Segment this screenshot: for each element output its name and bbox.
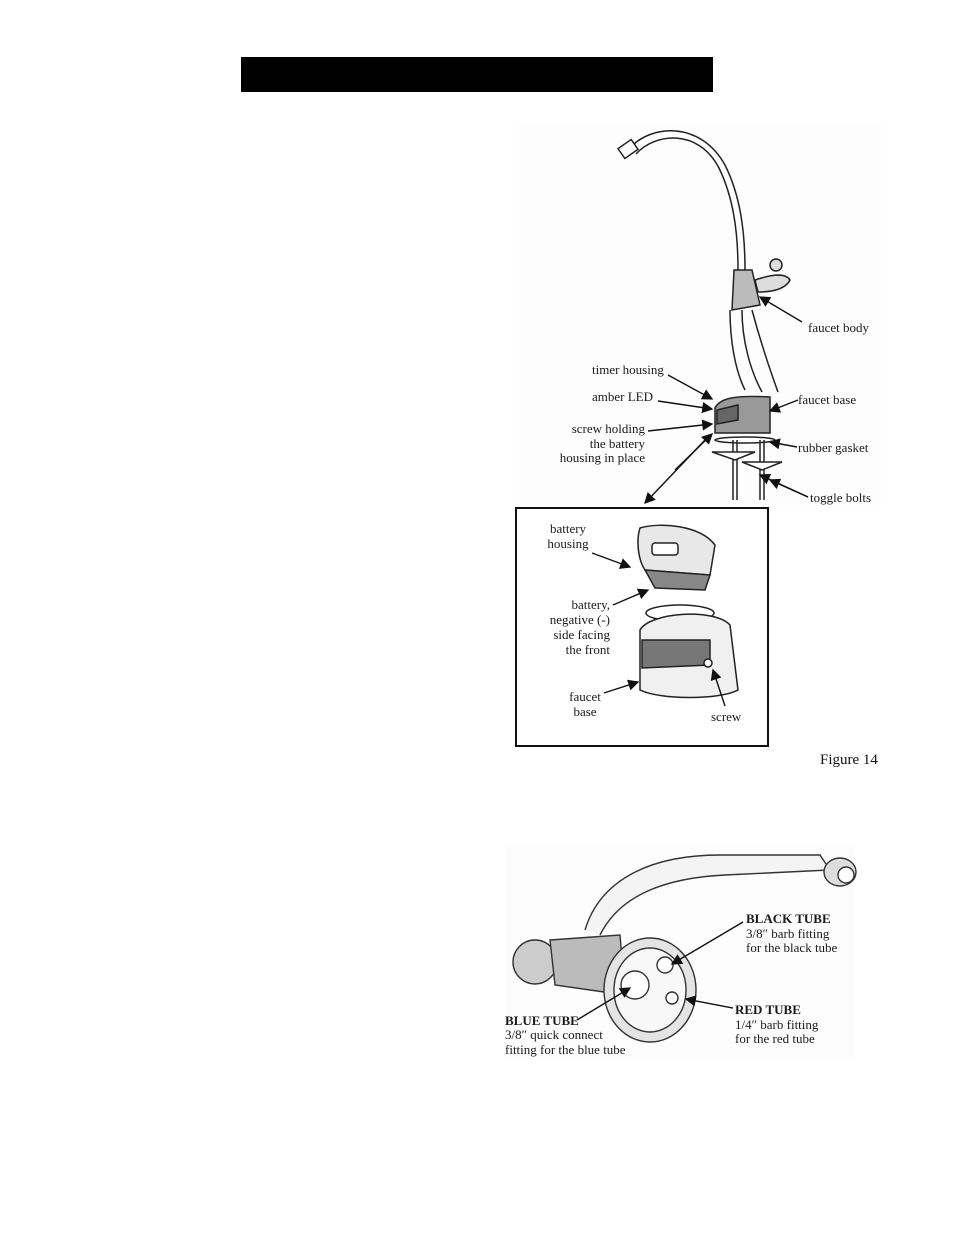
label-battery-housing-1: battery [549, 521, 587, 536]
label-inset-faucet-base-1: faucet [569, 689, 601, 704]
figure15-leader-lines [576, 921, 744, 1021]
blue-tube-line2: fitting for the blue tube [505, 1042, 626, 1057]
label-battery-1: battery, [571, 597, 611, 612]
header-bar [241, 57, 713, 92]
black-tube-line2: for the black tube [746, 940, 838, 955]
label-screw-holding-3: housing in place [559, 450, 645, 465]
blue-tube-line1: 3/8″ quick connect [505, 1027, 603, 1042]
label-screw-holding-1: screw holding [571, 421, 645, 436]
label-faucet-base: faucet base [798, 392, 857, 407]
label-screw-holding-2: the battery [589, 436, 645, 451]
label-battery-2: negative (-) [549, 612, 610, 627]
blue-tube-title: BLUE TUBE [505, 1013, 579, 1028]
label-inset-faucet-base-2: base [573, 704, 597, 719]
label-rubber-gasket: rubber gasket [798, 440, 869, 455]
faucet-base-drawing [711, 395, 783, 500]
label-battery-housing-2: housing [547, 536, 589, 551]
faucet-spout-drawing [616, 130, 746, 271]
battery-housing-drawing [637, 524, 716, 591]
figure-14-caption: Figure 14 [820, 752, 878, 768]
red-tube-line1: 1/4″ barb fitting [735, 1017, 819, 1032]
red-tube-title: RED TUBE [735, 1002, 801, 1017]
label-timer-housing: timer housing [592, 362, 664, 377]
black-tube-line1: 3/8″ barb fitting [746, 926, 830, 941]
label-battery-4: the front [565, 642, 610, 657]
label-toggle-bolts: toggle bolts [810, 490, 872, 505]
figure14-leader-lines [644, 296, 809, 505]
inset-detail-box [515, 507, 769, 747]
label-screw: screw [711, 709, 742, 724]
figure14-background [515, 125, 885, 505]
red-tube-line2: for the red tube [735, 1031, 815, 1046]
label-faucet-body: faucet body [808, 320, 870, 335]
inset-leader-lines [591, 552, 726, 707]
label-battery-3: side facing [553, 627, 610, 642]
label-amber-led: amber LED [592, 389, 654, 404]
black-tube-title: BLACK TUBE [746, 911, 831, 926]
